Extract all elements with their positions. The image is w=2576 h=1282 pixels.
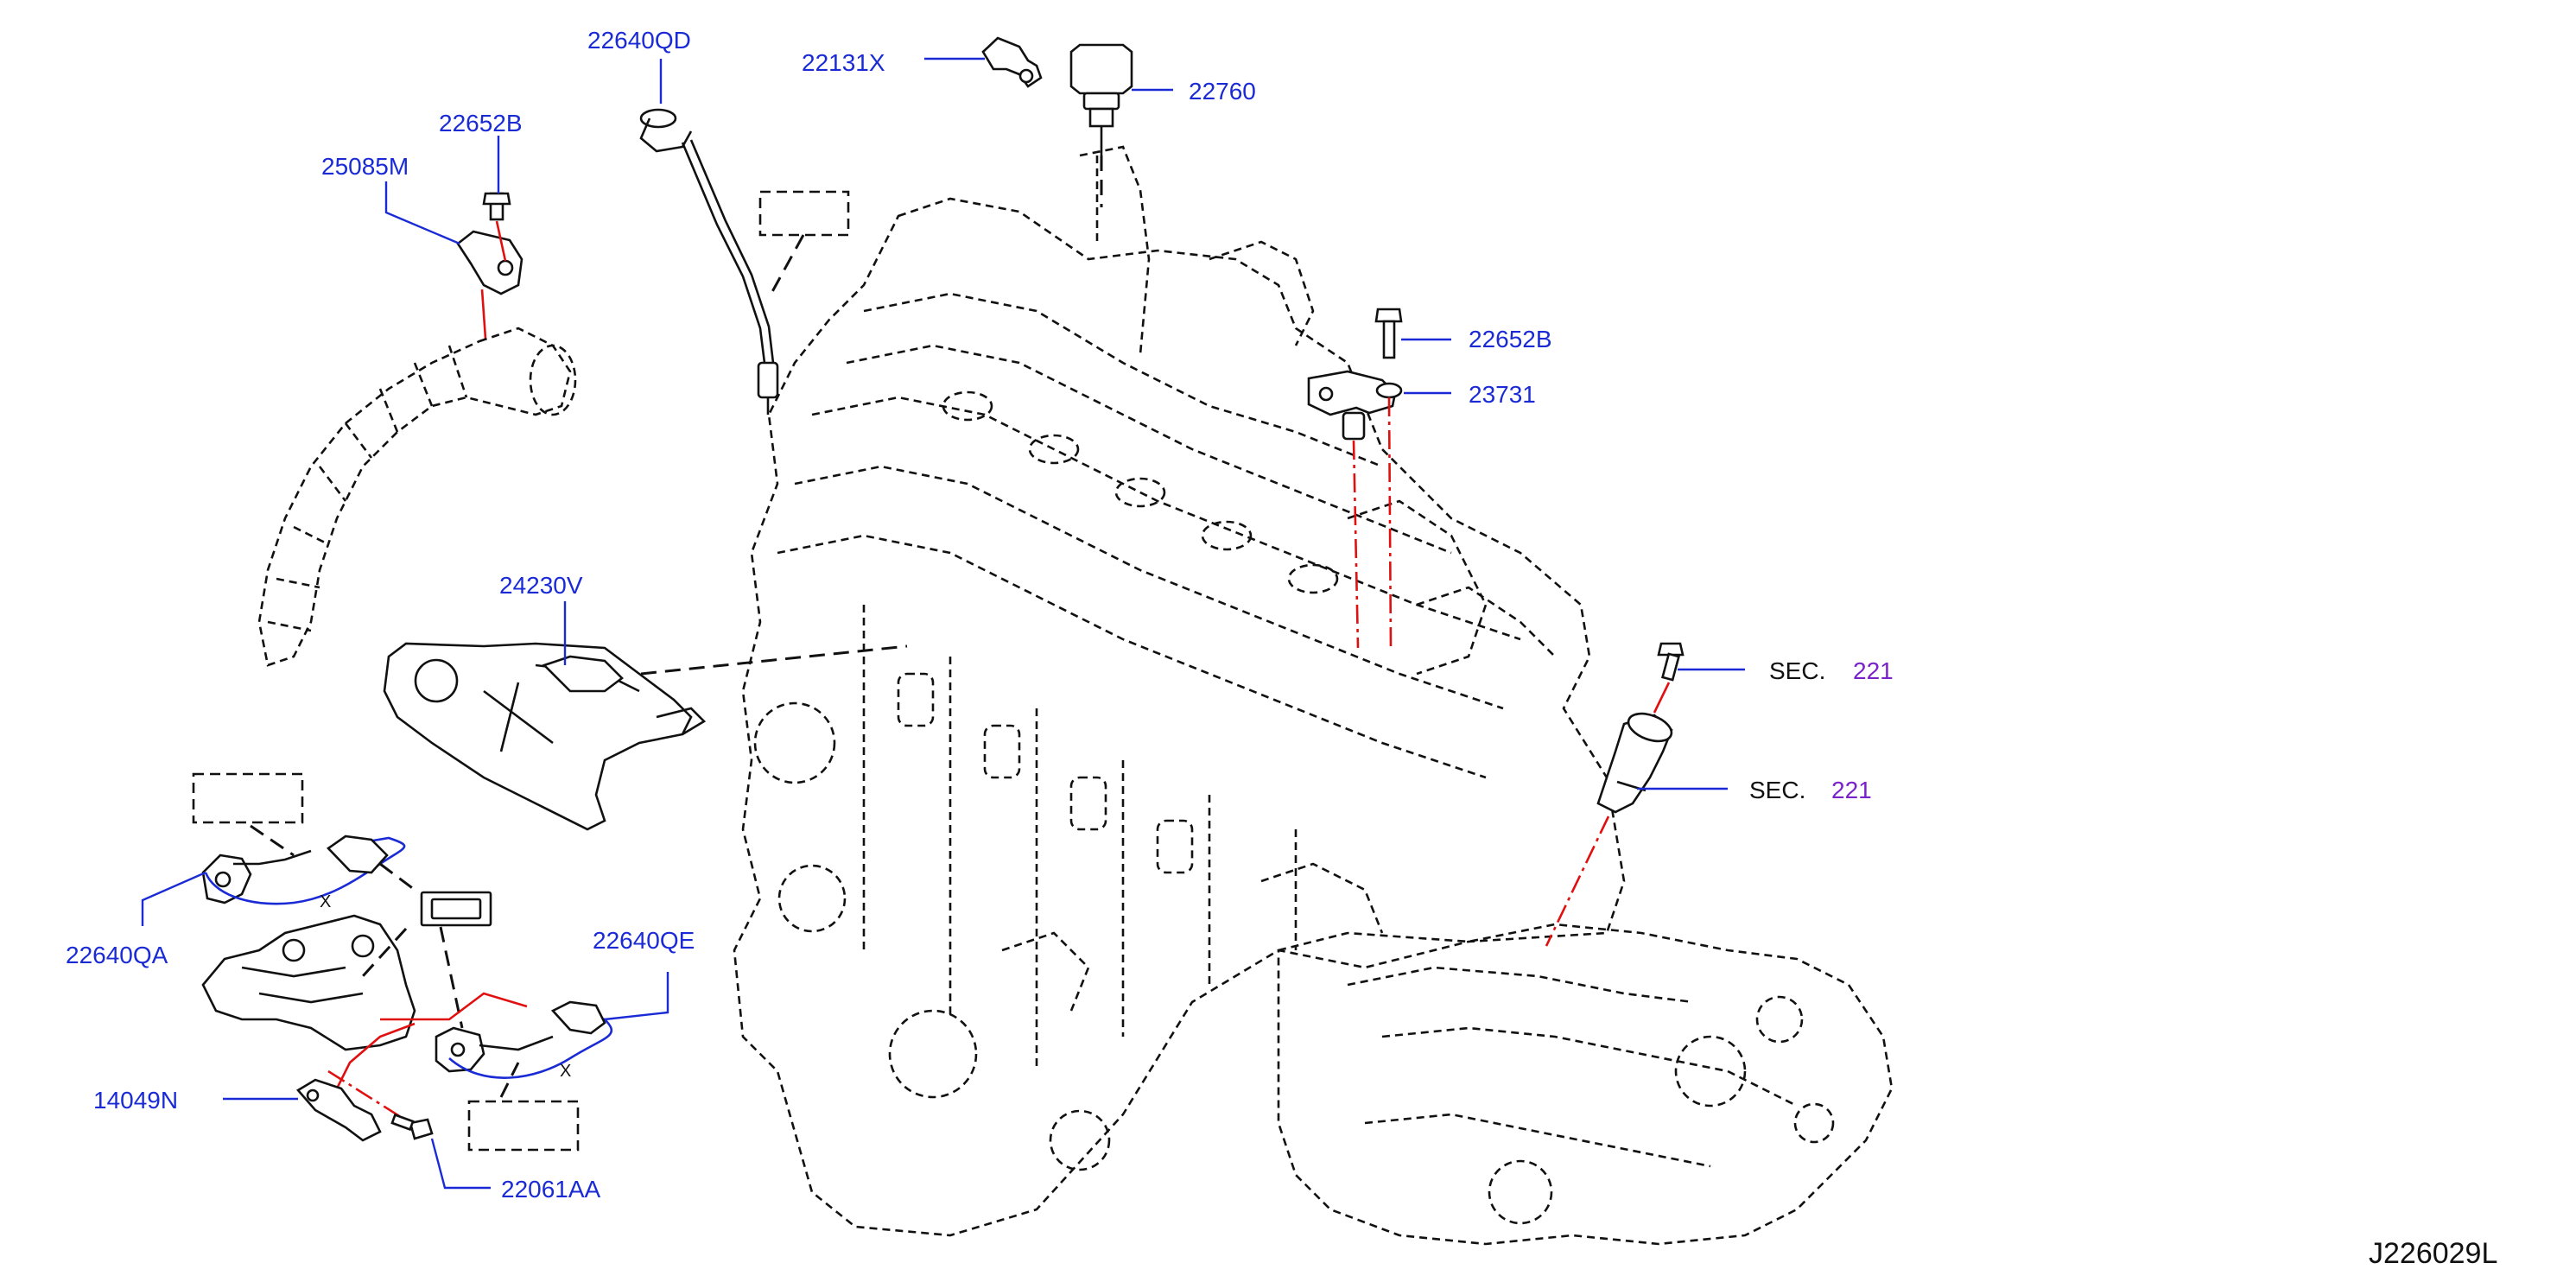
callout-22760: 22760 [1189,78,1256,105]
engine-block [733,145,1894,1246]
callout-22640QA: 22640QA [66,942,168,968]
part-22760-sensor [1069,43,1133,207]
x-mark-lower: X [560,1062,571,1081]
part-24230V-bracket [383,642,908,831]
sec-ref-number-bottom: 221 [1831,777,1872,803]
callout-23731: 23731 [1469,381,1536,408]
sec-ref-number-top: 221 [1853,657,1894,684]
callout-22061AA: 22061AA [501,1176,601,1203]
sec-ref-prefix-top: SEC. [1769,657,1825,684]
air-duct [257,327,577,667]
diagram-id-label: J226029L [2369,1237,2497,1270]
part-23731-cam-sensor [1307,308,1403,649]
callout-24230V: 24230V [499,572,583,599]
sec221-parts [1545,642,1685,947]
callout-22640QD: 22640QD [587,27,691,54]
callout-22652B-top: 22652B [439,110,523,136]
leader-lines [141,57,1745,1190]
callout-22652B-mid: 22652B [1469,326,1552,352]
lower-assembly [192,772,613,1152]
part-22131X-bracket [981,36,1043,88]
callout-22640QE: 22640QE [593,927,695,954]
callout-22131X: 22131X [802,49,885,76]
callout-25085M: 25085M [321,153,409,180]
callout-labels: 22640QD 22131X 22760 22652B 25085M 22652… [66,27,2497,1270]
callout-14049N: 14049N [93,1087,178,1114]
x-mark-upper: X [320,892,331,911]
part-25085M-bracket [456,192,523,340]
sec-ref-prefix-bottom: SEC. [1749,777,1805,803]
part-22640QD-sensor [639,108,850,415]
